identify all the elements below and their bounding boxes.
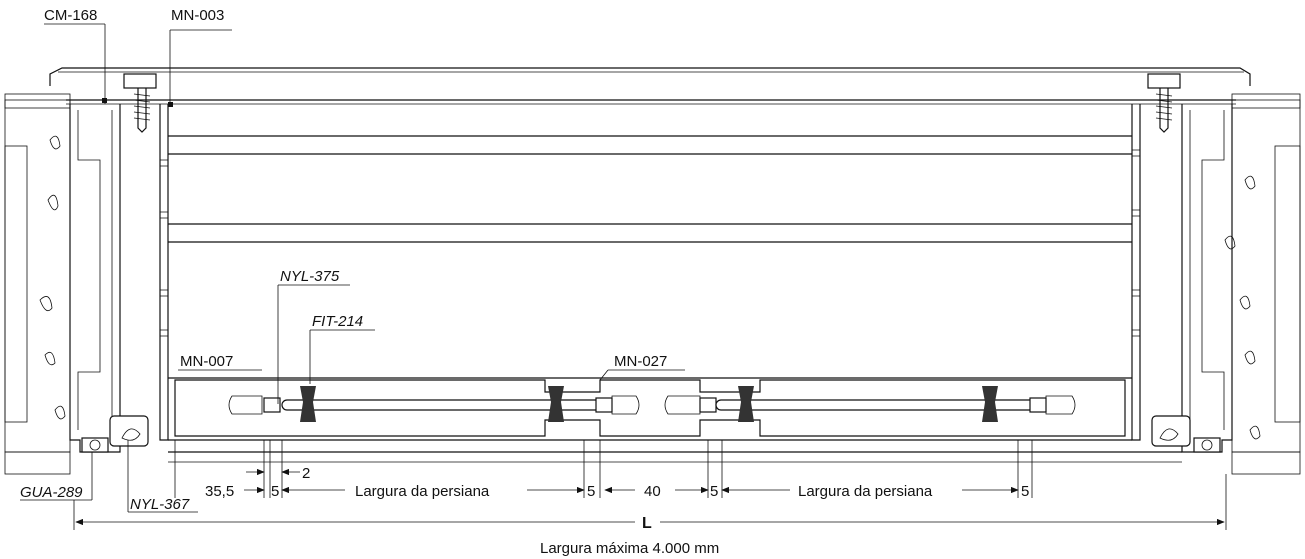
axle-right — [699, 397, 1047, 413]
label-gua-289: GUA-289 — [20, 484, 83, 501]
label-fit-214: FIT-214 — [312, 313, 363, 330]
dim-5-a: 5 — [271, 483, 279, 500]
dim-35-5: 35,5 — [205, 483, 234, 500]
left-guide-profile — [69, 104, 149, 453]
brushes — [300, 386, 998, 422]
dimension-lines — [73, 440, 1227, 530]
dim-total-l: L — [642, 515, 652, 532]
dim-max-width: Largura máxima 4.000 mm — [540, 540, 719, 557]
left-inner-profile — [159, 104, 169, 441]
dim-largura-2: Largura da persiana — [798, 483, 933, 500]
label-nyl-375: NYL-375 — [280, 268, 340, 285]
label-mn-007: MN-007 — [180, 353, 233, 370]
label-nyl-367: NYL-367 — [130, 496, 190, 513]
left-screw — [123, 73, 157, 133]
top-cover — [49, 67, 1251, 105]
axle-left — [263, 397, 613, 413]
right-wall — [1224, 93, 1301, 475]
right-guide-profile — [1151, 104, 1233, 453]
right-screw — [1147, 73, 1181, 133]
leader-lines — [20, 23, 685, 513]
dim-5-c: 5 — [710, 483, 718, 500]
dim-2: 2 — [302, 465, 310, 482]
left-wall — [4, 93, 71, 475]
dim-5-b: 5 — [587, 483, 595, 500]
right-inner-profile — [1131, 104, 1141, 441]
dim-5-d: 5 — [1021, 483, 1029, 500]
slats — [168, 135, 1182, 463]
label-mn-027: MN-027 — [614, 353, 667, 370]
label-mn-003: MN-003 — [171, 7, 224, 24]
dim-40: 40 — [644, 483, 661, 500]
label-cm-168: CM-168 — [44, 7, 97, 24]
dim-largura-1: Largura da persiana — [355, 483, 490, 500]
